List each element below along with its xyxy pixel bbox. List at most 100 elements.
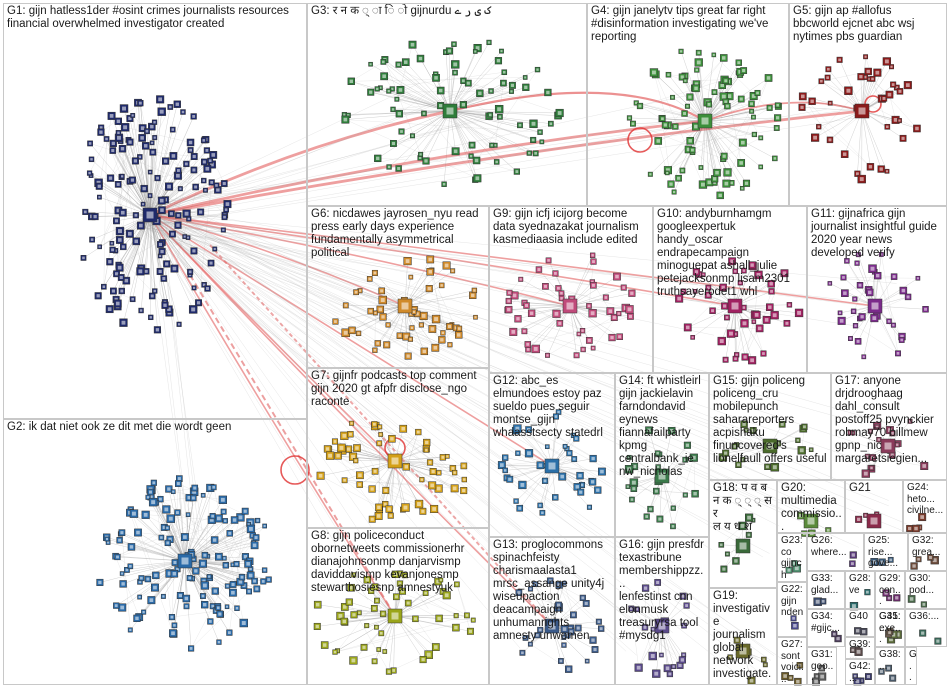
graph-edge xyxy=(659,459,686,520)
graph-edge xyxy=(184,491,195,562)
graph-edge xyxy=(527,316,631,345)
graph-edge xyxy=(734,305,746,358)
graph-edge xyxy=(179,478,186,562)
graph-edge xyxy=(508,309,532,314)
graph-node-inner xyxy=(188,273,192,277)
graph-edge xyxy=(161,217,911,430)
group-g41: G41: exe... xyxy=(875,609,905,647)
group-g3: G3: र न क ् ा ि ो gijnurdu ک ی ر ے xyxy=(307,3,587,206)
graph-node-inner xyxy=(99,130,103,134)
graph-edge xyxy=(137,532,255,546)
graph-edge xyxy=(687,264,753,328)
graph-node-inner xyxy=(146,211,154,219)
group-g31: G31: goo... xyxy=(807,647,837,685)
graph-edge xyxy=(118,184,145,189)
graph-edge xyxy=(149,161,166,216)
graph-edge xyxy=(116,560,186,606)
graph-edge xyxy=(149,214,161,272)
graph-edge xyxy=(350,587,396,617)
graph-edge xyxy=(132,214,151,300)
graph-edge xyxy=(802,96,831,140)
graph-edge xyxy=(517,416,557,429)
graph-node-inner xyxy=(211,153,216,157)
graph-node-inner xyxy=(187,513,190,516)
graph-node-inner xyxy=(138,269,143,274)
graph-node-inner xyxy=(121,175,124,178)
graph-edge xyxy=(129,142,151,216)
graph-edge xyxy=(190,591,250,649)
graph-edge xyxy=(430,271,451,345)
graph-edge xyxy=(374,615,396,662)
graph-edge xyxy=(723,77,769,160)
group-label: G41: exe... xyxy=(879,611,901,645)
graph-edge xyxy=(184,560,243,578)
graph-edge xyxy=(117,527,168,558)
graph-node-inner xyxy=(222,181,226,186)
graph-edge xyxy=(327,448,423,512)
group-g5: G5: gijn ap #allofus bbcworld ejcnet abc… xyxy=(789,3,947,206)
graph-edge xyxy=(174,556,219,574)
graph-edge xyxy=(639,105,706,122)
graph-edge xyxy=(117,517,241,558)
graph-edge xyxy=(149,211,550,625)
graph-edge xyxy=(415,618,436,648)
graph-node-inner xyxy=(189,148,192,152)
graph-edge xyxy=(881,254,899,354)
graph-edge xyxy=(145,227,555,296)
graph-edge xyxy=(393,110,451,144)
self-loop xyxy=(627,127,653,153)
graph-edge xyxy=(399,72,456,114)
graph-node-inner xyxy=(116,119,121,123)
graph-node-inner xyxy=(127,231,132,236)
graph-edge xyxy=(161,205,771,682)
graph-edge xyxy=(814,110,863,138)
graph-edge xyxy=(394,615,456,628)
graph-node-inner xyxy=(176,213,180,217)
graph-edge xyxy=(456,584,468,616)
group-label: G13: proglocommons spinachfeisty charism… xyxy=(493,539,605,642)
graph-edge xyxy=(696,69,706,122)
graph-node-inner xyxy=(98,196,101,199)
graph-edge xyxy=(154,217,837,518)
graph-edge xyxy=(118,132,142,269)
graph-node-inner xyxy=(192,286,196,289)
group-label: G21 xyxy=(849,482,871,494)
graph-node-inner xyxy=(192,168,196,172)
graph-node-inner xyxy=(155,328,160,332)
graph-edge xyxy=(390,431,419,516)
graph-edge xyxy=(685,79,725,81)
graph-edge xyxy=(152,216,880,468)
graph-edge xyxy=(449,50,451,112)
graph-node-inner xyxy=(138,155,142,159)
graph-edge xyxy=(163,200,781,445)
graph-node-inner xyxy=(117,265,122,270)
graph-node-inner xyxy=(208,159,212,163)
graph-edge xyxy=(449,60,499,112)
group-g12: G12: abc_es elmundoes estoy paz sueldo p… xyxy=(489,373,615,537)
graph-edge xyxy=(173,491,186,562)
graph-edge xyxy=(89,138,107,174)
group-label: G6: nicdawes jayrosen_nyu read press ear… xyxy=(311,208,479,259)
graph-edge xyxy=(184,487,211,562)
graph-edge xyxy=(351,271,431,331)
graph-node-inner xyxy=(176,173,180,178)
graph-edge xyxy=(476,160,517,172)
graph-node-inner xyxy=(139,223,143,228)
graph-edge xyxy=(163,220,548,458)
graph-edge xyxy=(184,560,211,622)
graph-node-inner xyxy=(153,121,156,124)
graph-edge xyxy=(449,50,502,112)
group-label: G38:... xyxy=(879,649,901,672)
graph-edge xyxy=(159,205,196,532)
graph-edge xyxy=(547,313,619,356)
graph-edge xyxy=(157,83,420,208)
graph-node-inner xyxy=(116,182,120,186)
graph-edge xyxy=(449,110,521,126)
graph-edge xyxy=(103,102,139,287)
graph-edge xyxy=(145,217,806,512)
graph-node-inner xyxy=(131,297,134,301)
graph-edge xyxy=(420,58,451,112)
self-loop xyxy=(280,455,310,485)
graph-edge xyxy=(731,261,764,354)
graph-edge xyxy=(704,120,715,179)
